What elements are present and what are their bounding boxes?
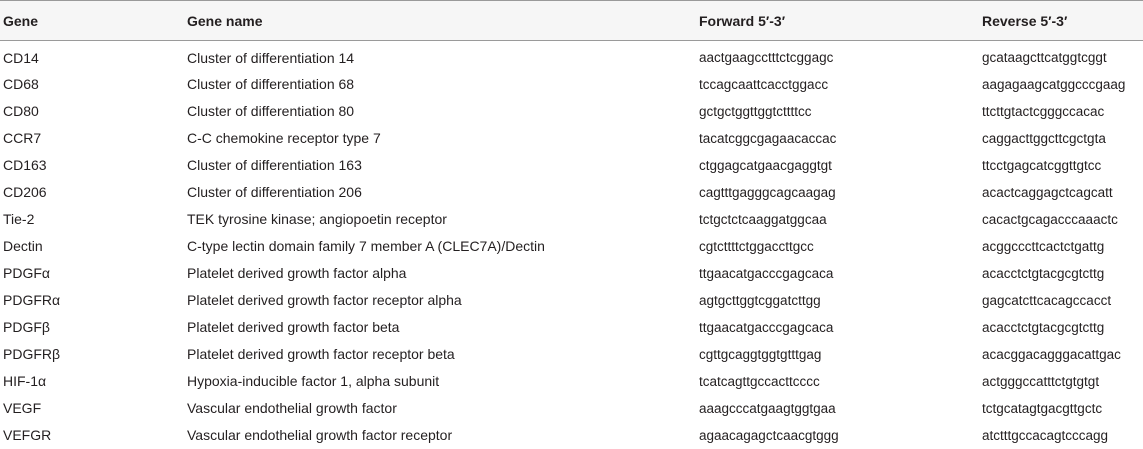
cell-reverse-primer: cacactgcagacccaaactc <box>982 211 1118 227</box>
cell-gene: PDGFRβ <box>3 346 61 362</box>
cell-gene-name: Platelet derived growth factor receptor … <box>187 346 455 362</box>
cell-reverse-primer: caggacttggcttcgctgta <box>982 130 1106 146</box>
table-row: CD80 Cluster of differentiation 80 gctgctg… <box>0 98 1143 125</box>
cell-forward-primer: ctggagcatgaacgaggtgt <box>699 157 832 173</box>
table-row: Tie-2 TEK tyrosine kinase; angiopoetin re… <box>0 206 1143 233</box>
table-row: VEGF Vascular endothelial growth factor aa… <box>0 395 1143 422</box>
cell-gene-name: Platelet derived growth factor receptor … <box>187 292 462 308</box>
cell-forward-primer: ttgaacatgacccgagcaca <box>699 319 834 335</box>
table-row: HIF-1α Hypoxia-inducible factor 1, alpha … <box>0 368 1143 395</box>
cell-reverse-primer: acactcaggagctcagcatt <box>982 184 1113 200</box>
cell-forward-primer: tcatcagttgccacttcccc <box>699 373 820 389</box>
cell-gene-name: TEK tyrosine kinase; angiopoetin recepto… <box>187 211 447 227</box>
table-row: CD163 Cluster of differentiation 163 ctgga… <box>0 152 1143 179</box>
header-forward: Forward 5′-3′ <box>699 12 786 29</box>
table-body: CD14 Cluster of differentiation 14 aactgaa… <box>0 41 1143 449</box>
table-row: Dectin C-type lectin domain family 7 memb… <box>0 233 1143 260</box>
cell-gene-name: Cluster of differentiation 163 <box>187 157 362 173</box>
cell-forward-primer: ttgaacatgacccgagcaca <box>699 265 834 281</box>
cell-reverse-primer: gagcatcttcacagccacct <box>982 292 1112 308</box>
cell-gene-name: C-type lectin domain family 7 member A (… <box>187 238 545 254</box>
cell-gene-name: Hypoxia-inducible factor 1, alpha subuni… <box>187 373 440 389</box>
cell-gene: PDGFRα <box>3 292 61 308</box>
cell-gene-name: Cluster of differentiation 206 <box>187 184 362 200</box>
cell-reverse-primer: gcataagcttcatggtcggt <box>982 50 1107 66</box>
cell-forward-primer: aactgaagcctttctcggagc <box>699 50 834 66</box>
cell-gene-name: Vascular endothelial growth factor recep… <box>187 427 453 443</box>
table-row: PDGFα Platelet derived growth factor alph… <box>0 260 1143 287</box>
header-gene: Gene <box>3 12 39 29</box>
cell-reverse-primer: tctgcatagtgacgttgctc <box>982 400 1103 416</box>
table-row: CD68 Cluster of differentiation 68 tccagca… <box>0 71 1143 98</box>
cell-gene: CD68 <box>3 76 39 92</box>
cell-gene-name: Platelet derived growth factor beta <box>187 319 400 335</box>
cell-forward-primer: gctgctggttggtcttttcc <box>699 103 812 119</box>
cell-reverse-primer: ttcttgtactcgggccacac <box>982 103 1105 119</box>
cell-gene: CD14 <box>3 49 39 66</box>
cell-gene-name: Platelet derived growth factor alpha <box>187 265 407 281</box>
header-gene-name: Gene name <box>187 12 263 29</box>
header-reverse: Reverse 5′-3′ <box>982 12 1068 29</box>
cell-forward-primer: cgttgcaggtggtgtttgag <box>699 346 822 362</box>
cell-gene: Tie-2 <box>3 211 35 227</box>
table-row: PDGFβ Platelet derived growth factor beta… <box>0 314 1143 341</box>
cell-forward-primer: tccagcaattcacctggacc <box>699 76 829 92</box>
cell-gene-name: Cluster of differentiation 80 <box>187 103 355 119</box>
cell-gene: CD206 <box>3 184 47 200</box>
cell-forward-primer: cgtcttttctggaccttgcc <box>699 238 814 254</box>
cell-forward-primer: tctgctctcaaggatggcaa <box>699 211 827 227</box>
cell-forward-primer: agaacagagctcaacgtggg <box>699 427 839 443</box>
cell-gene: CCR7 <box>3 130 42 146</box>
cell-reverse-primer: ttcctgagcatcggttgtcc <box>982 157 1102 173</box>
cell-reverse-primer: atctttgccacagtcccagg <box>982 427 1109 443</box>
cell-gene-name: C-C chemokine receptor type 7 <box>187 130 381 146</box>
cell-reverse-primer: acggcccttcactctgattg <box>982 238 1105 254</box>
cell-gene: VEFGR <box>3 427 52 443</box>
cell-forward-primer: aaagcccatgaagtggtgaa <box>699 400 836 416</box>
cell-gene-name: Cluster of differentiation 14 <box>187 49 355 66</box>
cell-gene: CD80 <box>3 103 39 119</box>
cell-gene: PDGFα <box>3 265 50 281</box>
table-row: VEFGR Vascular endothelial growth factor … <box>0 422 1143 449</box>
cell-forward-primer: tacatcggcgagaacaccac <box>699 130 837 146</box>
cell-reverse-primer: acacctctgtacgcgtcttg <box>982 319 1105 335</box>
header-row: Gene Gene name Forward 5′-3′ Reverse 5′-… <box>0 0 1143 41</box>
cell-reverse-primer: acacctctgtacgcgtcttg <box>982 265 1105 281</box>
cell-gene: VEGF <box>3 400 42 416</box>
table-row: PDGFRβ Platelet derived growth factor rec… <box>0 341 1143 368</box>
table-row: CD206 Cluster of differentiation 206 cagtt… <box>0 179 1143 206</box>
cell-gene: PDGFβ <box>3 319 50 335</box>
cell-forward-primer: agtgcttggtcggatcttgg <box>699 292 821 308</box>
cell-gene: Dectin <box>3 238 43 254</box>
table-row: CCR7 C-C chemokine receptor type 7 tacatcg… <box>0 125 1143 152</box>
cell-gene-name: Cluster of differentiation 68 <box>187 76 355 92</box>
cell-forward-primer: cagtttgagggcagcaagag <box>699 184 836 200</box>
cell-gene: CD163 <box>3 157 47 173</box>
cell-gene: HIF-1α <box>3 373 47 389</box>
cell-reverse-primer: actgggccatttctgtgtgt <box>982 373 1100 389</box>
table-row: PDGFRα Platelet derived growth factor rec… <box>0 287 1143 314</box>
table-row: CD14 Cluster of differentiation 14 aactgaa… <box>0 41 1143 71</box>
cell-reverse-primer: aagagaagcatggcccgaag <box>982 76 1126 92</box>
table-header: Gene Gene name Forward 5′-3′ Reverse 5′-… <box>0 0 1143 41</box>
cell-reverse-primer: acacggacagggacattgac <box>982 346 1121 362</box>
cell-gene-name: Vascular endothelial growth factor <box>187 400 397 416</box>
